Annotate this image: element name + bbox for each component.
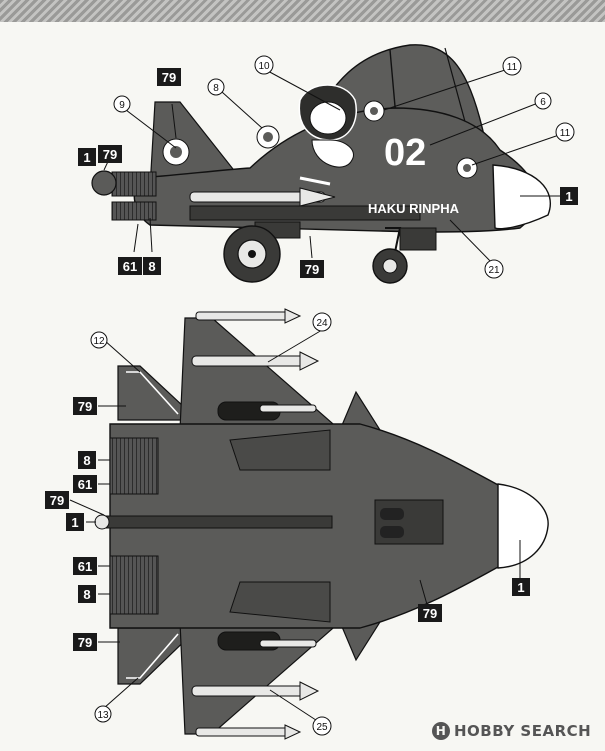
svg-text:24: 24 xyxy=(316,318,328,329)
svg-text:8: 8 xyxy=(83,453,90,468)
svg-text:79: 79 xyxy=(78,635,92,650)
side-callout-61: 61 xyxy=(118,257,142,275)
svg-text:61: 61 xyxy=(78,559,92,574)
character-decal xyxy=(298,84,357,186)
side-callout-1-right: 1 xyxy=(560,187,578,205)
svg-text:6: 6 xyxy=(540,97,546,108)
side-callout-11-right: 11 xyxy=(555,122,575,142)
svg-text:61: 61 xyxy=(123,259,137,274)
top-callout-1: 1 xyxy=(66,513,84,531)
side-callout-1-left: 1 xyxy=(78,148,96,166)
top-callout-79-c: 79 xyxy=(73,633,97,651)
pilot-name: HAKU RINPHA xyxy=(368,201,460,216)
top-callout-25: 25 xyxy=(312,716,332,736)
missile-upper xyxy=(191,308,320,413)
side-callout-79-top: 79 xyxy=(157,68,181,86)
top-view: 12 24 13 25 79 8 61 79 xyxy=(45,308,549,740)
missile-lower xyxy=(191,639,320,740)
svg-text:79: 79 xyxy=(103,147,117,162)
svg-text:1: 1 xyxy=(565,189,572,204)
svg-text:11: 11 xyxy=(560,128,571,139)
roundel-11-top xyxy=(363,100,385,122)
svg-text:79: 79 xyxy=(78,399,92,414)
svg-text:12: 12 xyxy=(93,336,105,347)
side-callout-6: 6 xyxy=(534,92,552,110)
side-callout-9: 9 xyxy=(113,95,131,113)
svg-text:25: 25 xyxy=(316,722,328,733)
svg-text:9: 9 xyxy=(119,100,125,111)
roundel-11-right xyxy=(456,157,478,179)
svg-text:8: 8 xyxy=(83,587,90,602)
top-callout-13: 13 xyxy=(94,705,112,723)
header-hatch-band xyxy=(0,0,605,22)
svg-text:79: 79 xyxy=(50,493,64,508)
svg-text:11: 11 xyxy=(507,62,518,73)
svg-text:79: 79 xyxy=(162,70,176,85)
side-view: 02 HAKU RINPHA 79 1 79 1 xyxy=(78,44,578,284)
side-callout-79-left: 79 xyxy=(98,145,122,163)
svg-text:1: 1 xyxy=(517,580,524,595)
side-callout-8: 8 xyxy=(143,257,161,275)
roundel-8 xyxy=(256,125,280,149)
watermark-text: HOBBY SEARCH xyxy=(454,722,592,740)
top-callout-79-b: 79 xyxy=(45,491,69,509)
svg-text:61: 61 xyxy=(78,477,92,492)
svg-text:10: 10 xyxy=(258,61,270,72)
side-callout-10: 10 xyxy=(254,55,274,75)
svg-text:1: 1 xyxy=(83,150,90,165)
hobby-search-logo-icon: H xyxy=(432,722,450,740)
svg-text:8: 8 xyxy=(148,259,155,274)
top-callout-12: 12 xyxy=(90,331,108,349)
side-callout-21: 21 xyxy=(484,259,504,279)
svg-text:79: 79 xyxy=(423,606,437,621)
aircraft-number: 02 xyxy=(384,132,426,174)
svg-text:21: 21 xyxy=(488,265,500,276)
roundel-9 xyxy=(162,138,190,166)
top-callout-79-right: 79 xyxy=(418,604,442,622)
top-callout-8-b: 8 xyxy=(78,585,96,603)
top-callout-79-a: 79 xyxy=(73,397,97,415)
side-callout-79-bottom: 79 xyxy=(300,260,324,278)
top-callout-8-a: 8 xyxy=(78,451,96,469)
top-callout-24: 24 xyxy=(312,312,332,332)
watermark: H HOBBY SEARCH xyxy=(432,722,591,740)
top-callout-61-b: 61 xyxy=(73,557,97,575)
svg-text:13: 13 xyxy=(97,710,109,721)
svg-text:79: 79 xyxy=(305,262,319,277)
svg-text:1: 1 xyxy=(71,515,78,530)
svg-text:8: 8 xyxy=(213,83,219,94)
side-callout-11-top: 11 xyxy=(502,56,522,76)
side-callout-8-circle: 8 xyxy=(207,78,225,96)
top-callout-1-nose: 1 xyxy=(512,578,530,596)
top-callout-61-a: 61 xyxy=(73,475,97,493)
